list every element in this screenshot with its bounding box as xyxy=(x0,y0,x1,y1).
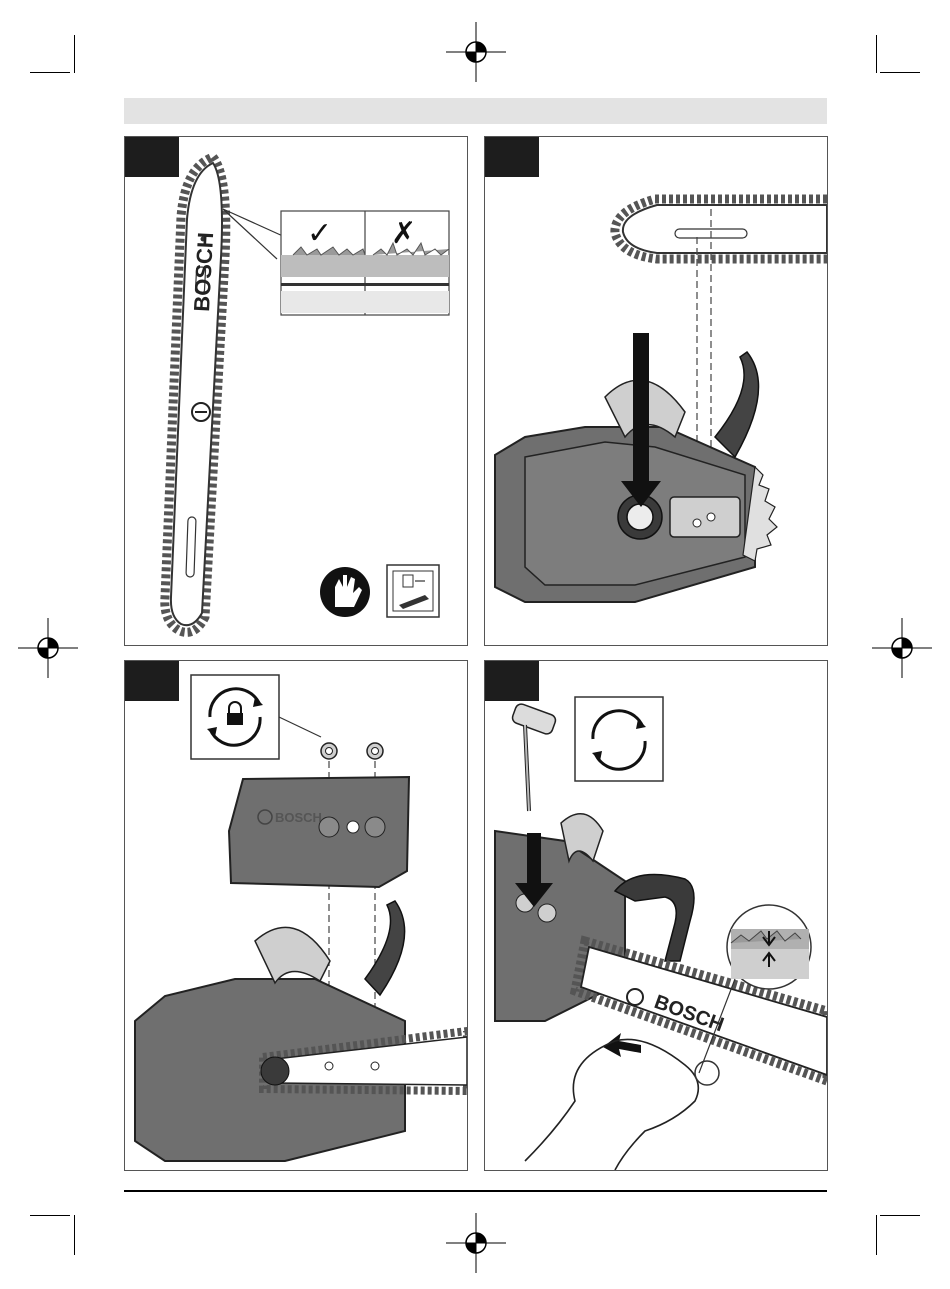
crop-mark xyxy=(30,1215,70,1216)
wrench-icon xyxy=(511,702,557,811)
crop-mark xyxy=(876,35,877,73)
registration-mark xyxy=(446,22,506,82)
registration-mark xyxy=(446,1213,506,1273)
not-ok-symbol: ✗ xyxy=(391,216,416,251)
registration-mark xyxy=(18,618,78,678)
chain-bar-illustration: BOSCH ✓ ✗ xyxy=(125,137,467,645)
arrow-icon xyxy=(603,1033,641,1057)
figure-panel-3: BOSCH xyxy=(124,660,468,1171)
figure-panel-1: BOSCH ✓ ✗ xyxy=(124,136,468,646)
figure-panel-4: BOSCH xyxy=(484,660,828,1171)
ok-symbol: ✓ xyxy=(307,216,332,251)
crop-mark xyxy=(74,35,75,73)
manual-icon xyxy=(387,565,439,617)
crop-mark xyxy=(880,1215,920,1216)
cover-brand-text: BOSCH xyxy=(275,810,322,825)
chainsaw-mount-illustration xyxy=(485,137,827,645)
footer-rule xyxy=(124,1190,827,1192)
header-band xyxy=(124,98,827,124)
chain-tension-illustration: BOSCH xyxy=(485,661,827,1170)
bar-brand-text: BOSCH xyxy=(189,232,218,313)
crop-mark xyxy=(30,72,70,73)
crop-mark xyxy=(876,1215,877,1255)
crop-mark xyxy=(880,72,920,73)
crop-mark xyxy=(74,1215,75,1255)
figure-panel-2 xyxy=(484,136,828,646)
cover-install-illustration: BOSCH xyxy=(125,661,467,1170)
registration-mark xyxy=(872,618,932,678)
